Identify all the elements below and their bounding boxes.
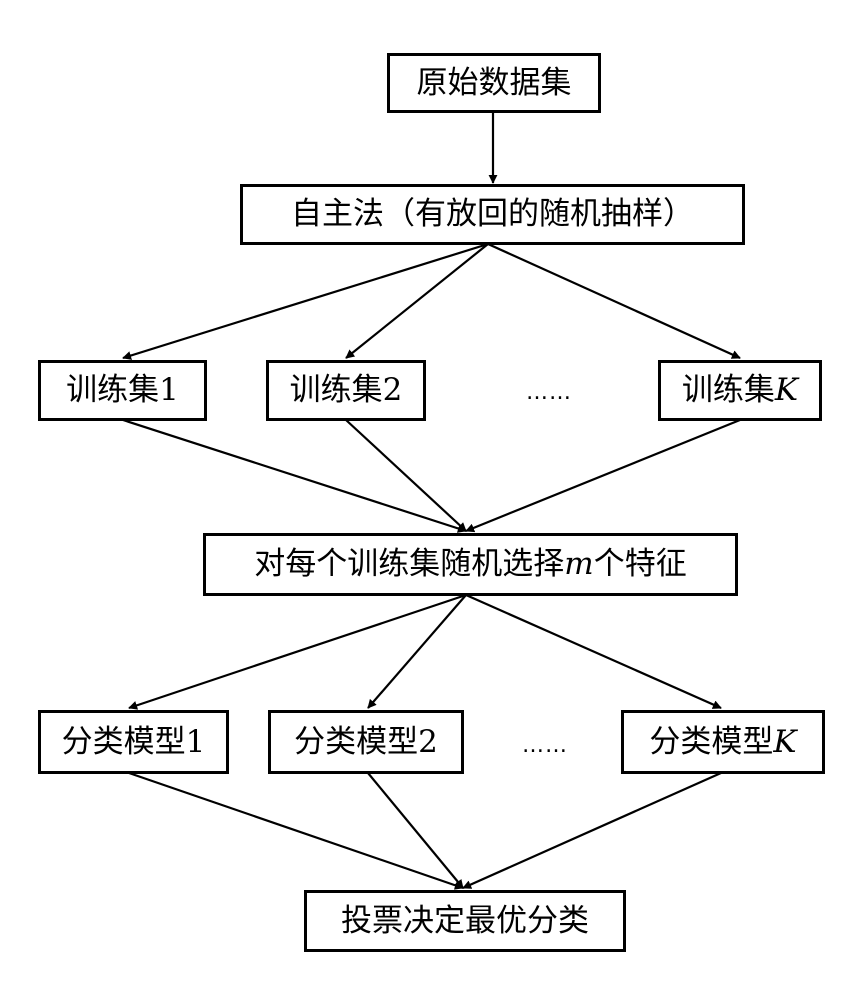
arrow-train-2-to-feature	[345, 419, 467, 532]
feature-selection-label-before: 对每个训练集随机选择	[254, 546, 565, 582]
bootstrap-label: 自主法（有放回的随机抽样）	[291, 196, 694, 232]
raw-dataset-label: 原始数据集	[416, 64, 572, 101]
train-set-2-box: 训练集2	[266, 360, 426, 421]
feature-selection-label-after: 个特征	[593, 546, 687, 582]
train-set-2-label: 训练集2	[289, 372, 403, 408]
arrow-train-1-to-feature	[122, 418, 467, 533]
arrow-bootstrap-to-train-1	[122, 242, 489, 360]
arrow-model-k-to-vote	[462, 771, 722, 890]
arrow-bootstrap-to-train-2	[345, 243, 489, 359]
vote-box: 投票决定最优分类	[304, 890, 626, 952]
train-set-k-variable: K	[774, 372, 799, 408]
train-set-1-label: 训练集1	[66, 372, 179, 408]
model-1-box: 分类模型1	[38, 710, 229, 774]
train-ellipsis: ……	[526, 380, 572, 405]
model-2-box: 分类模型2	[268, 710, 464, 774]
model-ellipsis: ……	[522, 733, 568, 758]
vote-label: 投票决定最优分类	[341, 902, 589, 939]
arrow-model-2-to-vote	[367, 772, 464, 889]
arrow-bootstrap-to-train-k	[487, 242, 741, 360]
model-1-label: 分类模型1	[61, 723, 206, 760]
feature-selection-variable: m	[564, 546, 594, 582]
arrow-model-1-to-vote	[128, 771, 464, 890]
model-k-label: 分类模型	[649, 723, 774, 760]
arrow-feature-to-model-2	[367, 594, 467, 709]
model-2-label: 分类模型2	[294, 723, 438, 760]
arrow-feature-to-model-k	[465, 593, 722, 710]
arrow-train-k-to-feature	[465, 418, 741, 533]
raw-dataset-box: 原始数据集	[387, 53, 601, 113]
train-set-1-box: 训练集1	[38, 360, 207, 421]
train-set-k-label: 训练集	[681, 372, 775, 408]
model-k-variable: K	[773, 723, 797, 760]
arrow-feature-to-model-1	[128, 593, 467, 710]
bootstrap-box: 自主法（有放回的随机抽样）	[240, 184, 745, 245]
